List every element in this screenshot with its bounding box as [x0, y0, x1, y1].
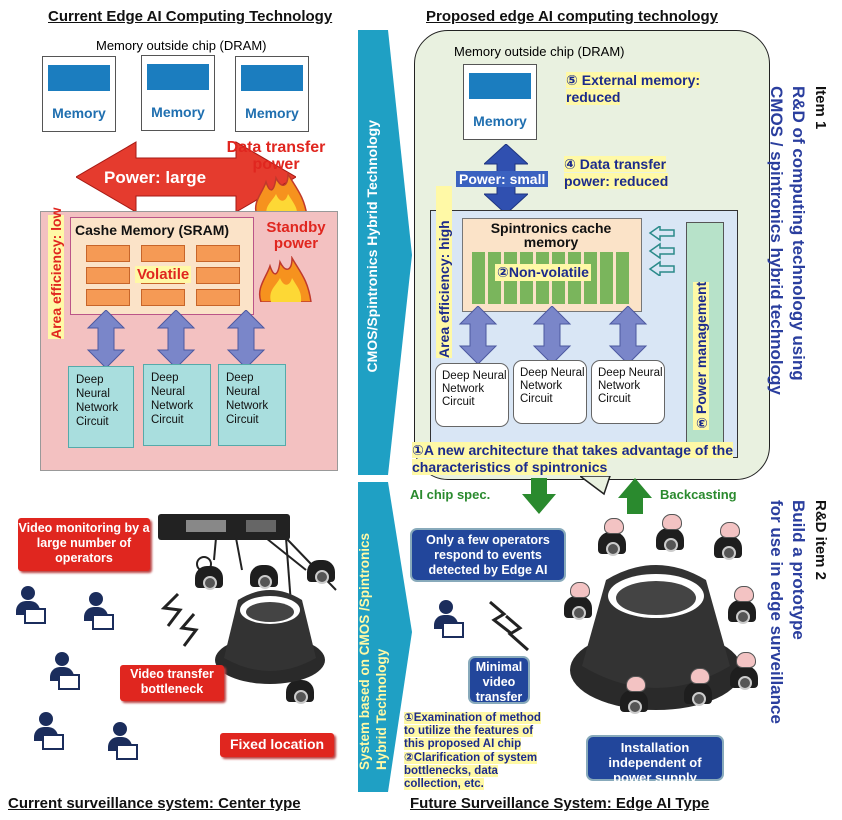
wireless-signal-icon	[160, 592, 199, 647]
installation-box: Installation independent of power supply	[586, 735, 724, 785]
clarification-label: ②Clarification of system bottlenecks, da…	[404, 752, 538, 790]
wireless-signal-icon	[489, 600, 529, 652]
brain-icon	[626, 676, 646, 692]
camera-icon	[684, 682, 712, 706]
non-volatile-label: ②Non-volatile	[495, 264, 591, 281]
hybrid-tech-label: CMOS/Spintronics Hybrid Technology	[364, 120, 380, 373]
operator-icon	[80, 592, 114, 636]
operator-icon	[46, 652, 80, 696]
callout-tail	[580, 476, 611, 496]
area-efficiency-high: Area efficiency: high	[436, 186, 452, 358]
arena-icon	[215, 590, 325, 684]
backcasting-label: Backcasting	[660, 487, 737, 502]
dnn-circuit-proposed-2: Deep Neural Network Circuit	[513, 360, 587, 424]
dnn-circuit-2: Deep Neural Network Circuit	[143, 364, 211, 446]
brain-icon	[690, 668, 710, 684]
data-transfer-reduced-label: ④ Data transfer power: reduced	[564, 156, 669, 189]
dnn-circuit-1: Deep Neural Network Circuit	[68, 366, 134, 448]
operator-icon	[12, 586, 46, 630]
camera-icon	[656, 528, 684, 552]
camera-icon	[564, 596, 592, 620]
brain-icon	[734, 586, 754, 602]
standby-power-label: Standby power	[266, 219, 326, 252]
item1-line2: CMOS / spintronics hybrid technology	[767, 86, 786, 395]
title-current-surveillance: Current surveillance system: Center type	[8, 795, 301, 812]
video-monitoring-box: Video monitoring by a large number of op…	[18, 518, 150, 571]
brain-icon	[720, 522, 740, 538]
hybrid-tech-arrow	[358, 30, 412, 475]
fixed-location-box: Fixed location	[220, 733, 334, 757]
camera-icon	[195, 566, 223, 590]
cache-memory-title: Cashe Memory (SRAM)	[75, 222, 230, 238]
memory-label: Memory	[245, 105, 299, 121]
title-current-edge-ai: Current Edge AI Computing Technology	[48, 8, 333, 25]
item2-line2: for use in edge surveillance	[767, 500, 786, 724]
dnn-circuit-proposed-1: Deep Neural Network Circuit	[435, 363, 509, 427]
dram-label-proposed: Memory outside chip (DRAM)	[454, 44, 625, 59]
power-flow-arrows	[648, 226, 675, 276]
camera-icon	[250, 565, 278, 589]
memory-module-2: Memory	[141, 55, 215, 131]
camera-icon	[307, 560, 335, 584]
title-future-surveillance: Future Surveillance System: Edge AI Type	[410, 795, 710, 812]
dnn-circuit-3: Deep Neural Network Circuit	[218, 364, 286, 446]
camera-icon	[730, 666, 758, 690]
camera-icon	[728, 600, 756, 624]
power-management-label: ③Power management	[693, 281, 709, 430]
dram-label-current: Memory outside chip (DRAM)	[96, 38, 267, 53]
area-efficiency-low: Area efficiency: low	[48, 207, 64, 339]
external-memory-label: ⑤ External memory: reduced	[566, 72, 701, 105]
video-transfer-bottleneck-box: Video transfer bottleneck	[120, 665, 224, 701]
camera-icon	[286, 680, 314, 704]
minimal-video-transfer-box: Minimal video transfer	[468, 656, 530, 704]
power-large-arrow	[76, 141, 296, 213]
camera-icon	[714, 536, 742, 560]
memory-label: Memory	[52, 105, 106, 121]
memory-module-1: Memory	[42, 56, 116, 132]
fire-icon	[258, 256, 312, 302]
system-hybrid-arrow	[358, 482, 412, 792]
item2-heading: R&D item 2	[812, 500, 829, 581]
dnn-circuit-proposed-3: Deep Neural Network Circuit	[591, 360, 665, 424]
item1-line1: R&D of computing technology using	[789, 86, 808, 381]
volatile-label: Volatile	[135, 266, 192, 283]
cache-dnn-arrows	[86, 310, 266, 368]
operator-icon	[30, 712, 64, 756]
brain-icon	[662, 514, 682, 530]
ai-chip-spec-label: AI chip spec.	[410, 487, 491, 502]
brain-icon	[604, 518, 624, 534]
memory-label: Memory	[473, 113, 527, 129]
few-operators-box: Only a few operators respond to events d…	[410, 528, 566, 582]
camera-icon	[620, 690, 648, 714]
memory-module-proposed: Memory	[463, 64, 537, 140]
examination-method-label: ①Examination of method to utilize the fe…	[404, 712, 541, 750]
item1-heading: Item 1	[812, 86, 829, 130]
item2-line1: Build a prototype	[789, 500, 808, 640]
fire-icon	[254, 172, 308, 216]
brain-icon	[736, 652, 756, 668]
operator-icon	[430, 600, 464, 644]
title-proposed-edge-ai: Proposed edge AI computing technology	[426, 8, 718, 25]
down-arrow-icon	[522, 478, 556, 514]
server-panel	[186, 520, 226, 532]
brain-icon	[570, 582, 590, 598]
spintronics-cache-title: Spintronics cache memory	[490, 220, 612, 250]
power-large-label: Power: large	[104, 168, 207, 187]
memory-label: Memory	[151, 104, 205, 120]
arena-icon	[570, 565, 742, 710]
camera-icon	[598, 532, 626, 556]
power-small-label: Power: small	[456, 171, 549, 187]
new-architecture-label: ①A new architecture that takes advantage…	[412, 442, 733, 475]
server-panel	[246, 520, 276, 532]
memory-module-3: Memory	[235, 56, 309, 132]
data-transfer-power-label: Data transfer power	[226, 139, 326, 173]
up-arrow-icon	[618, 478, 652, 514]
cache-dnn-arrows-proposed	[458, 306, 648, 364]
operator-icon	[104, 722, 138, 766]
